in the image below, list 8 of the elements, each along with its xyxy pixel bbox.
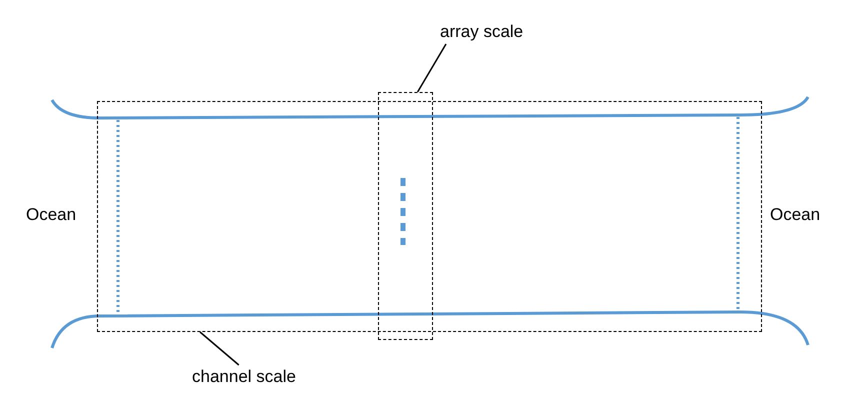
- region-label: Ocean: [770, 205, 820, 225]
- region-label: Ocean: [26, 205, 76, 225]
- scale-label: channel scale: [192, 367, 296, 387]
- dashed-frame: [378, 92, 433, 340]
- leader-line: [416, 44, 447, 92]
- dashed-frame: [97, 101, 762, 332]
- scale-label: array scale: [440, 22, 524, 42]
- leader-line: [200, 331, 240, 366]
